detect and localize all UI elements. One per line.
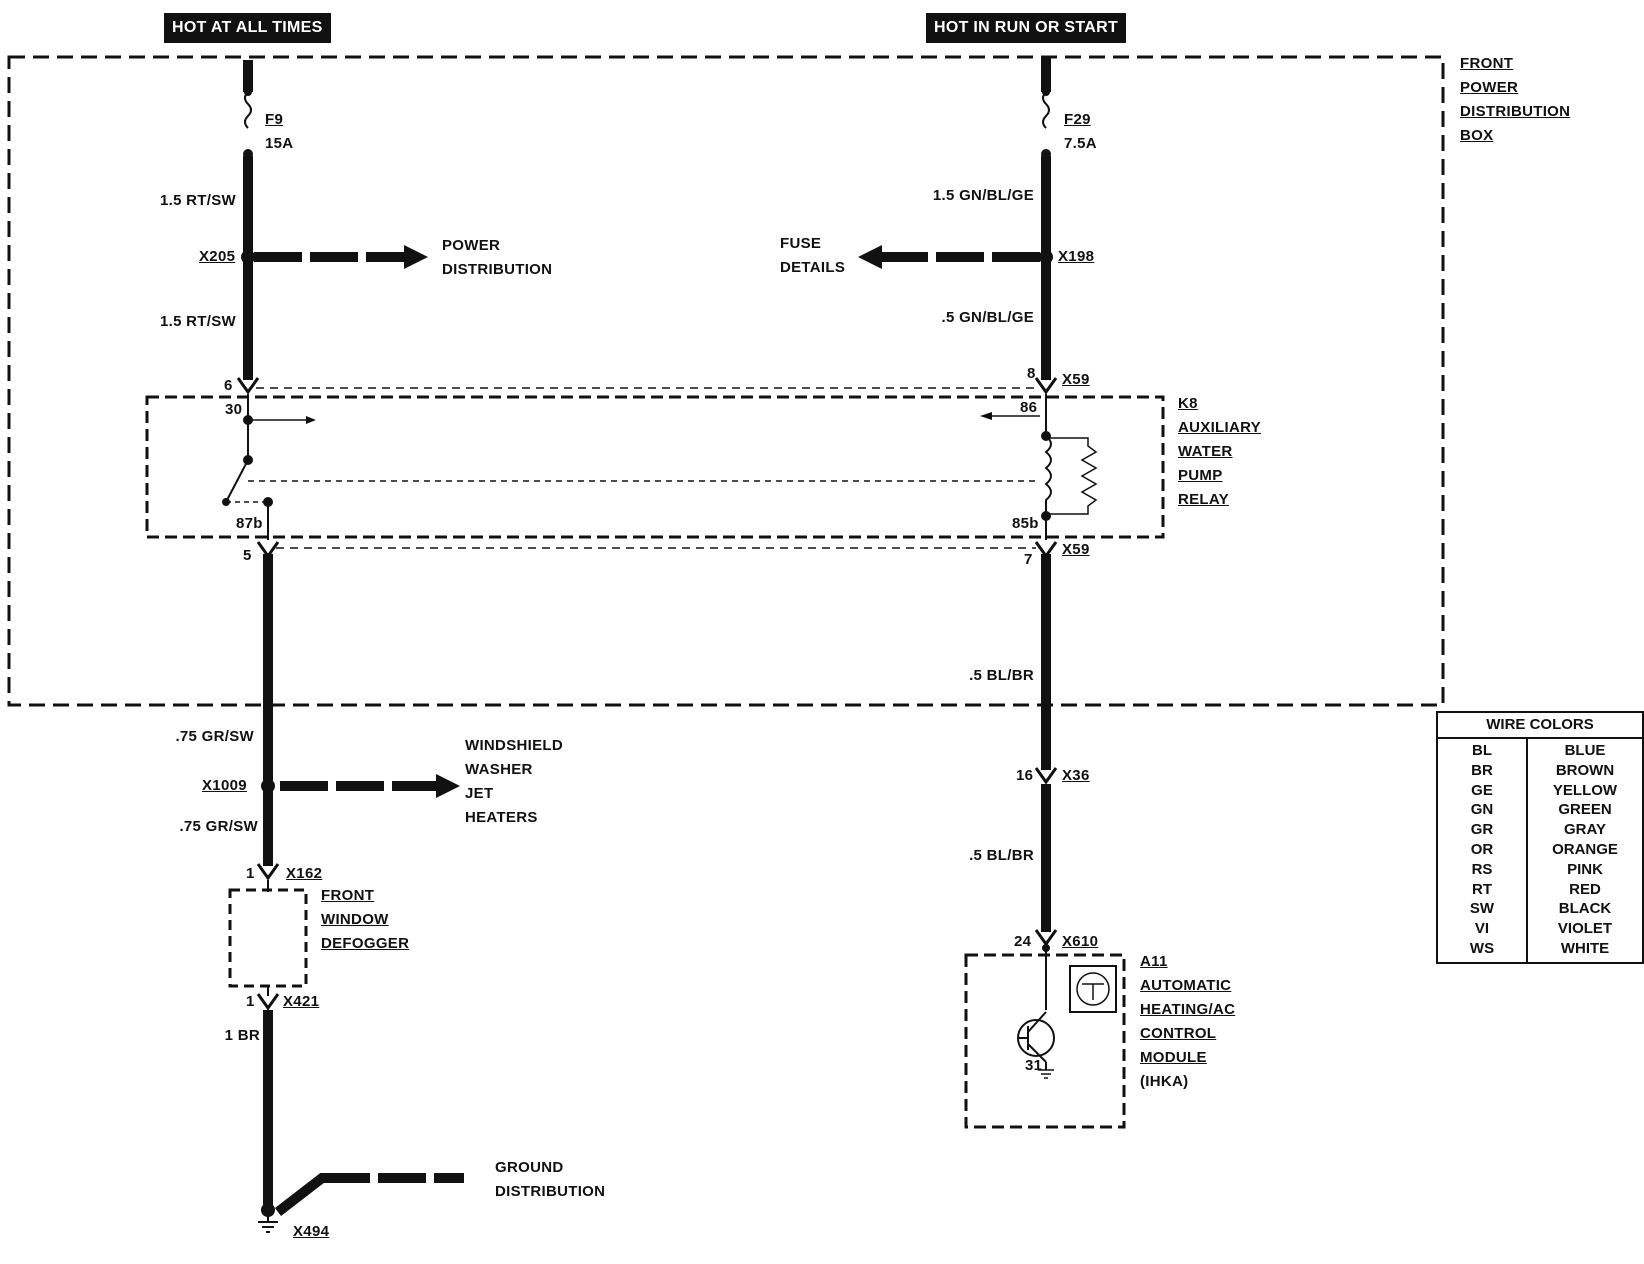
relay-resistor <box>1046 437 1098 515</box>
module-sensor-dial <box>1076 972 1110 1006</box>
fuse-f9-end-bot <box>243 149 253 159</box>
pin-24: 24 <box>1014 933 1032 950</box>
junction-ground <box>261 1203 275 1217</box>
connector-7-chevron <box>1034 541 1058 559</box>
relay-node-86 <box>1041 431 1051 441</box>
relay-node-85b <box>1041 511 1051 521</box>
fuse-f29-end-bot <box>1041 149 1051 159</box>
relay-node-30 <box>243 415 253 425</box>
module-node-24 <box>1042 944 1050 952</box>
connector-x421-chevron <box>256 993 280 1011</box>
wire-label-left-1: 1.5 RT/SW <box>159 192 236 209</box>
wire-label-left-5: 1 BR <box>224 1027 260 1044</box>
connector-8-chevron <box>1034 377 1058 395</box>
connector-x205: X205 <box>199 248 236 265</box>
header-hot-in-run-or-start: HOT IN RUN OR START <box>926 13 1127 43</box>
pin-30: 30 <box>225 401 243 418</box>
relay-node-87b <box>263 497 273 507</box>
wire-ground-diag <box>274 1173 340 1216</box>
wire-label-left-2: 1.5 RT/SW <box>159 313 236 330</box>
wire-label-left-4: .75 GR/SW <box>179 818 258 835</box>
power-distribution-box-outline <box>7 55 1445 707</box>
pin-8: 8 <box>1027 365 1036 382</box>
arrowhead-relay-86 <box>980 412 992 420</box>
connector-x36: X36 <box>1062 767 1090 784</box>
relay-coil <box>1044 435 1052 540</box>
connector-x36-chevron <box>1034 767 1058 785</box>
fuse-f9-symbol <box>244 91 252 129</box>
connector-x59-top: X59 <box>1062 371 1090 388</box>
arrowhead-fuse-details <box>858 245 882 269</box>
relay-node-switch <box>222 498 230 506</box>
ground-31-symbol <box>1038 1069 1054 1079</box>
header-hot-at-all-times: HOT AT ALL TIMES <box>164 13 331 43</box>
legend-title: WIRE COLORS <box>1438 713 1642 739</box>
wire-label-left-3: .75 GR/SW <box>175 728 254 745</box>
relay-node-mid <box>243 455 253 465</box>
pin-87b: 87b <box>236 515 263 532</box>
connector-5-chevron <box>256 541 280 559</box>
relay-k8-outline <box>145 395 1165 539</box>
transistor-emitter <box>1027 1043 1047 1063</box>
relay-switch-arm <box>225 459 249 503</box>
pin-85b: 85b <box>1012 515 1039 532</box>
connector-x1009: X1009 <box>202 777 247 794</box>
transistor-collector <box>1027 1011 1047 1033</box>
junction-x205 <box>241 250 255 264</box>
junction-x198 <box>1039 250 1053 264</box>
connector-x610-chevron <box>1034 929 1058 947</box>
fuse-f29-end-top <box>1042 88 1050 96</box>
defogger-outline <box>228 888 308 988</box>
pin-31: 31 <box>1025 1057 1043 1074</box>
connector-x59-bottom: X59 <box>1062 541 1090 558</box>
wire-label-right-4: .5 BL/BR <box>969 847 1034 864</box>
wire-label-right-2: .5 GN/BL/GE <box>941 309 1034 326</box>
connector-6-chevron <box>236 377 260 395</box>
pin-86: 86 <box>1020 399 1038 416</box>
connector-x162-chevron <box>256 863 280 881</box>
connector-x610: X610 <box>1062 933 1099 950</box>
connector-x421: X421 <box>283 993 320 1010</box>
arrowhead-power-distribution <box>404 245 428 269</box>
connector-x494: X494 <box>293 1223 330 1240</box>
connector-x198: X198 <box>1058 248 1095 265</box>
junction-x1009 <box>261 779 275 793</box>
pin-5: 5 <box>243 547 252 564</box>
pin-1-top: 1 <box>246 865 255 882</box>
wire-label-right-1: 1.5 GN/BL/GE <box>932 187 1034 204</box>
pin-7: 7 <box>1024 551 1033 568</box>
arrowhead-relay-30 <box>306 416 316 424</box>
pin-6: 6 <box>224 377 233 394</box>
module-sensor-box <box>1069 965 1117 1013</box>
pin-1-bottom: 1 <box>246 993 255 1010</box>
fuse-f9-end-top <box>244 88 252 96</box>
arrowhead-washer <box>436 774 460 798</box>
pin-16: 16 <box>1016 767 1034 784</box>
connector-x162: X162 <box>286 865 323 882</box>
wire-label-right-3: .5 BL/BR <box>969 667 1034 684</box>
fuse-f29-symbol <box>1042 91 1050 129</box>
ground-x494-symbol <box>258 1212 278 1233</box>
